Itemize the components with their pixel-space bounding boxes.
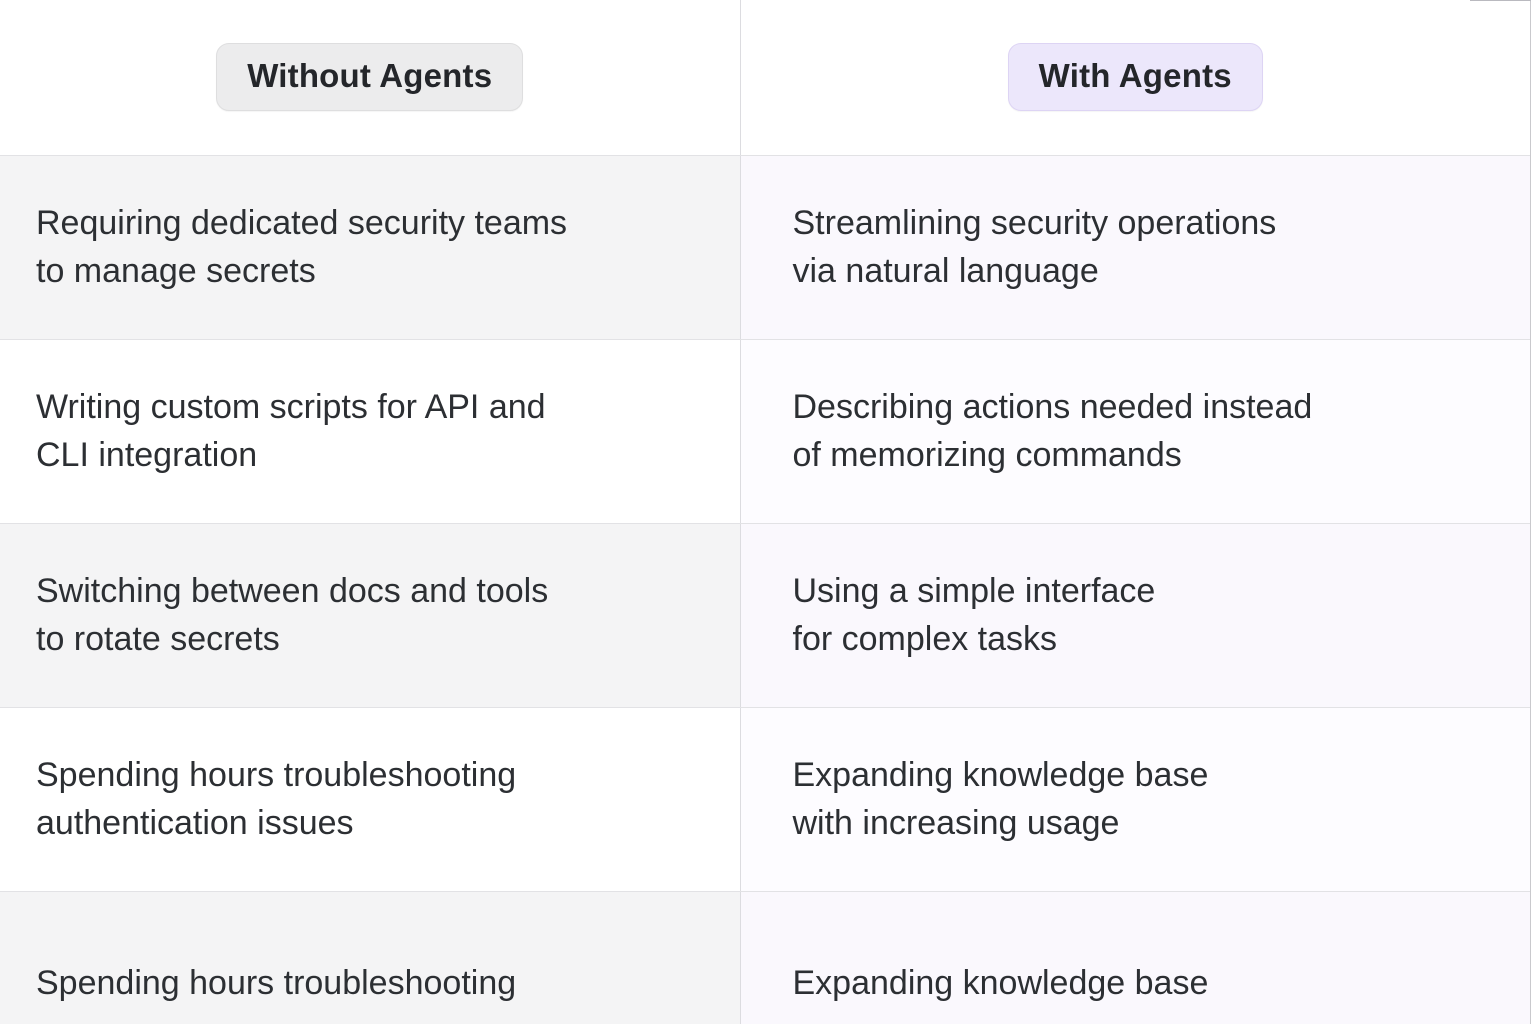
table-row: Switching between docs and tools to rota… (0, 523, 1530, 708)
cell-text: Expanding knowledge base with increasing… (792, 756, 1209, 842)
table-row: Spending hours troubleshooting Expanding… (0, 891, 1530, 1024)
cell-text: Spending hours troubleshooting (36, 964, 517, 1002)
table-cell-with-2: Describing actions needed instead of mem… (740, 339, 1530, 524)
table-row: Writing custom scripts for API and CLI i… (0, 339, 1530, 524)
column-badge-with-agents[interactable]: With Agents (1007, 43, 1263, 112)
table-cell-with-3: Using a simple interface for complex tas… (740, 523, 1530, 708)
table-cell-without-1: Requiring dedicated security teams to ma… (0, 155, 741, 340)
cell-text: Describing actions needed instead of mem… (792, 388, 1313, 474)
table-cell-without-2: Writing custom scripts for API and CLI i… (0, 339, 741, 524)
header-cell-with-agents: With Agents (740, 0, 1530, 156)
cell-text: Streamlining security operations via nat… (792, 204, 1277, 290)
card-top-border (1470, 0, 1531, 1)
cell-text: Expanding knowledge base (792, 964, 1209, 1002)
cell-text: Writing custom scripts for API and CLI i… (36, 388, 546, 474)
table-cell-without-5: Spending hours troubleshooting (0, 891, 741, 1024)
column-badge-without-agents[interactable]: Without Agents (216, 43, 524, 112)
table-row: Spending hours troubleshooting authentic… (0, 707, 1530, 892)
card-right-border (1530, 0, 1531, 1024)
table-cell-without-4: Spending hours troubleshooting authentic… (0, 707, 741, 892)
cell-text: Using a simple interface for complex tas… (792, 572, 1156, 658)
header-cell-without-agents: Without Agents (0, 0, 741, 156)
table-row: Requiring dedicated security teams to ma… (0, 155, 1530, 340)
cell-text: Switching between docs and tools to rota… (36, 572, 549, 658)
table-cell-with-4: Expanding knowledge base with increasing… (740, 707, 1530, 892)
table-cell-with-5: Expanding knowledge base (740, 891, 1530, 1024)
cell-text: Requiring dedicated security teams to ma… (36, 204, 568, 290)
table-cell-without-3: Switching between docs and tools to rota… (0, 523, 741, 708)
table-cell-with-1: Streamlining security operations via nat… (740, 155, 1530, 340)
table-header-row: Without Agents With Agents (0, 0, 1530, 156)
cell-text: Spending hours troubleshooting authentic… (36, 756, 517, 842)
